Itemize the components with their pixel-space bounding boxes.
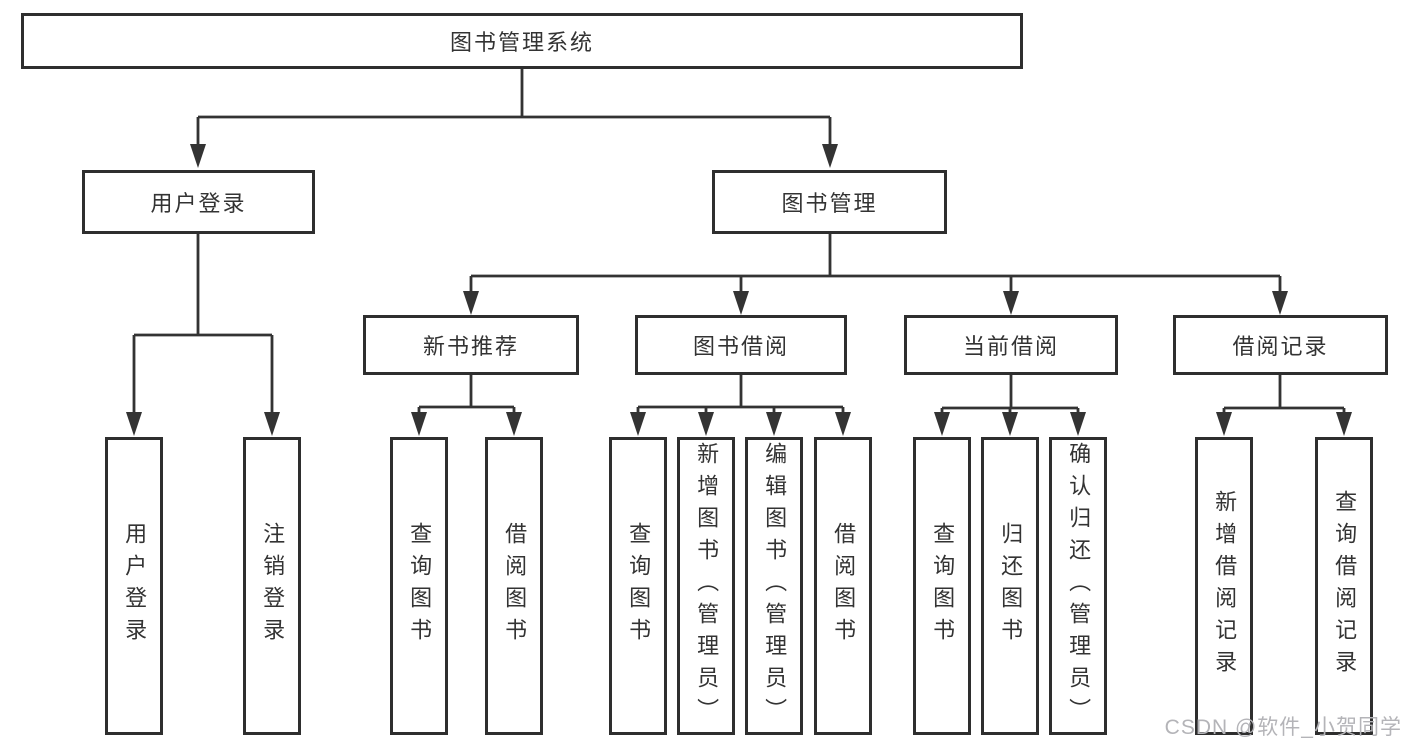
leaf-borrow-books-recommend: 借阅图书 (485, 437, 543, 735)
node-current-borrowing: 当前借阅 (904, 315, 1118, 375)
leaf-query-books-recommend-label: 查询图书 (407, 522, 433, 650)
leaf-edit-book-admin: 编辑图书（管理员） (745, 437, 803, 735)
leaf-query-borrow-record: 查询借阅记录 (1315, 437, 1373, 735)
leaf-confirm-return-admin: 确认归还（管理员） (1049, 437, 1107, 735)
leaf-query-books-current: 查询图书 (913, 437, 971, 735)
leaf-return-books: 归还图书 (981, 437, 1039, 735)
leaf-return-books-label: 归还图书 (998, 522, 1024, 650)
leaf-logout: 注销登录 (243, 437, 301, 735)
leaf-query-books-current-label: 查询图书 (930, 522, 956, 650)
leaf-edit-book-admin-label: 编辑图书（管理员） (762, 442, 788, 730)
leaf-add-book-admin: 新增图书（管理员） (677, 437, 735, 735)
leaf-add-borrow-record-label: 新增借阅记录 (1212, 490, 1238, 682)
node-book-management: 图书管理 (712, 170, 947, 234)
leaf-logout-label: 注销登录 (260, 522, 286, 650)
csdn-watermark: CSDN @软件_小贺同学 (1164, 716, 1402, 739)
node-borrowing-records: 借阅记录 (1173, 315, 1388, 375)
node-user-login: 用户登录 (82, 170, 315, 234)
leaf-user-login: 用户登录 (105, 437, 163, 735)
leaf-query-borrow-record-label: 查询借阅记录 (1332, 490, 1358, 682)
leaf-user-login-label: 用户登录 (122, 522, 148, 650)
leaf-borrow-books-borrowing: 借阅图书 (814, 437, 872, 735)
leaf-add-borrow-record: 新增借阅记录 (1195, 437, 1253, 735)
node-book-borrowing: 图书借阅 (635, 315, 847, 375)
leaf-borrow-books-borrowing-label: 借阅图书 (831, 522, 857, 650)
leaf-add-book-admin-label: 新增图书（管理员） (694, 442, 720, 730)
leaf-borrow-books-recommend-label: 借阅图书 (502, 522, 528, 650)
leaf-query-books-recommend: 查询图书 (390, 437, 448, 735)
leaf-query-books-borrowing: 查询图书 (609, 437, 667, 735)
leaf-query-books-borrowing-label: 查询图书 (626, 522, 652, 650)
node-new-book-recommendation: 新书推荐 (363, 315, 579, 375)
node-library-system: 图书管理系统 (21, 13, 1023, 69)
leaf-confirm-return-admin-label: 确认归还（管理员） (1066, 442, 1092, 730)
